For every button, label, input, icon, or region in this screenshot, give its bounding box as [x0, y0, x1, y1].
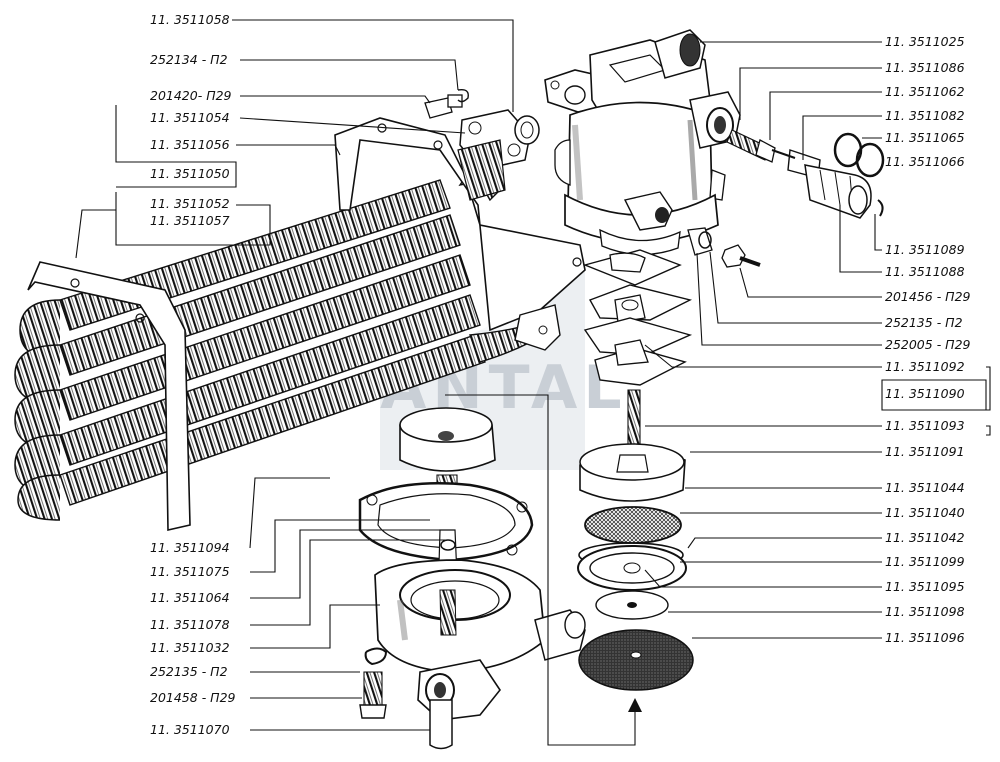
label-11-3511099: 11. 3511099: [885, 554, 965, 569]
label-11-3511056: 11. 3511056: [150, 137, 230, 152]
label-11-3511094: 11. 3511094: [150, 540, 230, 555]
label-11-3511044: 11. 3511044: [885, 480, 965, 495]
label-11-3511090: 11. 3511090: [885, 386, 965, 401]
label-11-3511065: 11. 3511065: [885, 130, 965, 145]
label-11-3511075: 11. 3511075: [150, 564, 230, 579]
label-11-3511025: 11. 3511025: [885, 34, 965, 49]
label-252135-p2-left: 252135 - П2: [150, 664, 228, 679]
label-11-3511040: 11. 3511040: [885, 505, 965, 520]
label-11-3511054: 11. 3511054: [150, 110, 230, 125]
label-201420-p29: 201420- П29: [150, 88, 232, 103]
label-11-3511091: 11. 3511091: [885, 444, 965, 459]
leader-lines-right: [644, 41, 991, 639]
right-labels: 11. 3511025 11. 3511086 11. 3511062 11. …: [885, 34, 971, 645]
label-11-3511057: 11. 3511057: [150, 213, 230, 228]
valve-internal-parts: [687, 129, 885, 268]
label-11-3511098: 11. 3511098: [885, 604, 965, 619]
label-11-3511058: 11. 3511058: [150, 12, 230, 27]
label-252005-p29: 252005 - П29: [885, 337, 971, 352]
label-11-3511078: 11. 3511078: [150, 617, 230, 632]
flow-arrow: [445, 394, 642, 746]
label-252135-p2-right: 252135 - П2: [885, 315, 963, 330]
label-11-3511062: 11. 3511062: [885, 84, 965, 99]
label-11-3511086: 11. 3511086: [885, 60, 965, 75]
inlet-fitting: [424, 88, 540, 201]
label-11-3511093: 11. 3511093: [885, 418, 965, 433]
label-11-3511096: 11. 3511096: [885, 630, 965, 645]
label-201458-p29: 201458 - П29: [150, 690, 236, 705]
label-11-3511082: 11. 3511082: [885, 108, 965, 123]
label-11-3511095: 11. 3511095: [885, 579, 965, 594]
group-bracket-3511090: [881, 379, 987, 411]
left-labels: 11. 3511058 252134 - П2 201420- П29 11. …: [150, 12, 236, 737]
lower-housing: [358, 407, 586, 750]
label-11-3511052: 11. 3511052: [150, 196, 230, 211]
leader-lines-left: [75, 19, 514, 731]
valve-housing: [544, 29, 741, 256]
coil-frame-brackets: [27, 117, 586, 531]
label-11-3511088: 11. 3511088: [885, 264, 965, 279]
label-11-3511092: 11. 3511092: [885, 359, 965, 374]
filter-stack: [577, 249, 694, 691]
label-11-3511042: 11. 3511042: [885, 530, 965, 545]
label-11-3511066: 11. 3511066: [885, 154, 965, 169]
label-11-3511032: 11. 3511032: [150, 640, 230, 655]
label-11-3511089: 11. 3511089: [885, 242, 965, 257]
label-252134-p2: 252134 - П2: [150, 52, 228, 67]
label-201456-p29: 201456 - П29: [885, 289, 971, 304]
label-11-3511070: 11. 3511070: [150, 722, 230, 737]
label-11-3511050: 11. 3511050: [150, 166, 230, 181]
label-11-3511064: 11. 3511064: [150, 590, 230, 605]
